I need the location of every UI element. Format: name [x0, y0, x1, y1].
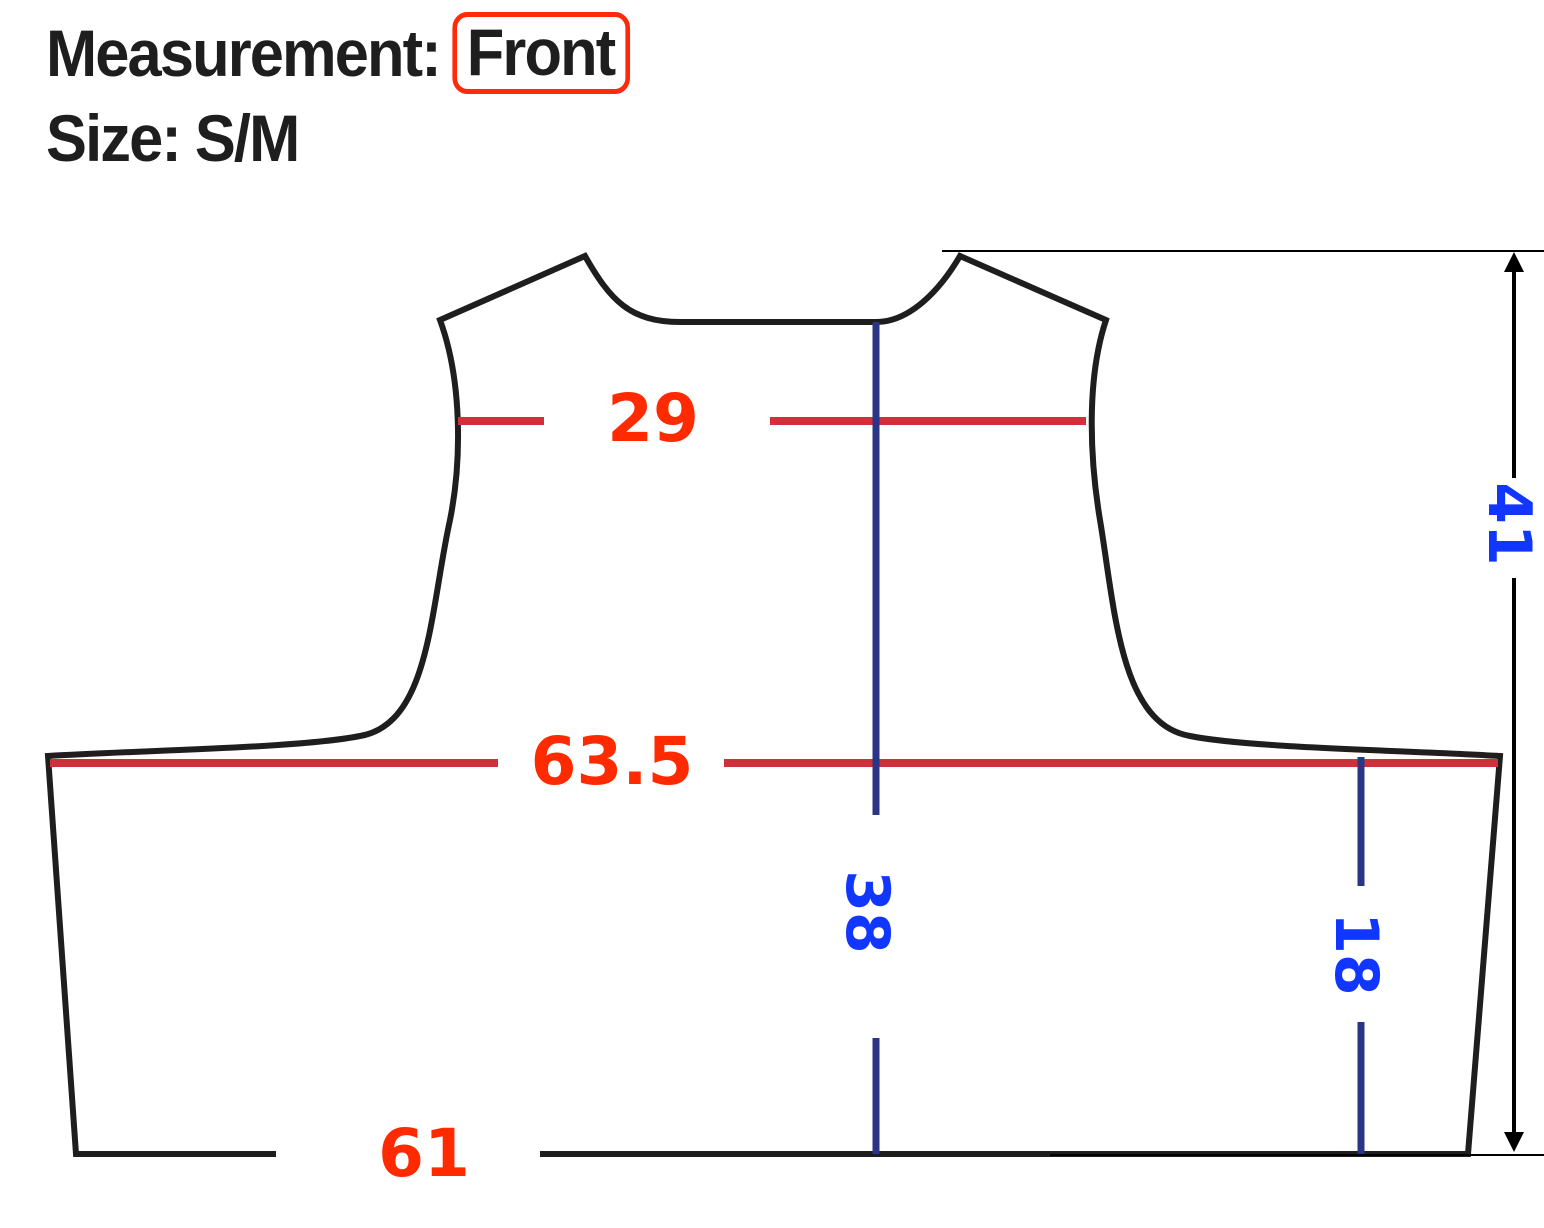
hem-width-label: 61: [378, 1115, 470, 1192]
measurement-heading: Measurement: Front: [46, 12, 631, 94]
measurement-value-highlight: Front: [452, 12, 631, 94]
garment-outline: [44, 252, 1504, 1157]
arrow-up-icon: [1504, 252, 1524, 272]
body-length-label: 38: [832, 870, 902, 954]
total-length-label: 41: [1474, 482, 1544, 566]
chest-width-label: 29: [607, 380, 699, 457]
arrow-down-icon: [1504, 1132, 1524, 1152]
measurement-label: Measurement:: [46, 16, 442, 90]
header: Measurement: Front Size: S/M: [46, 12, 674, 180]
size-value: S/M: [194, 101, 300, 175]
size-label: Size:: [46, 101, 182, 175]
total-length-dimension: [942, 250, 1544, 1156]
size-heading: Size: S/M: [46, 96, 630, 180]
shoulder-width-label: 63.5: [531, 723, 694, 800]
sleeve-length-label: 18: [1321, 912, 1391, 996]
